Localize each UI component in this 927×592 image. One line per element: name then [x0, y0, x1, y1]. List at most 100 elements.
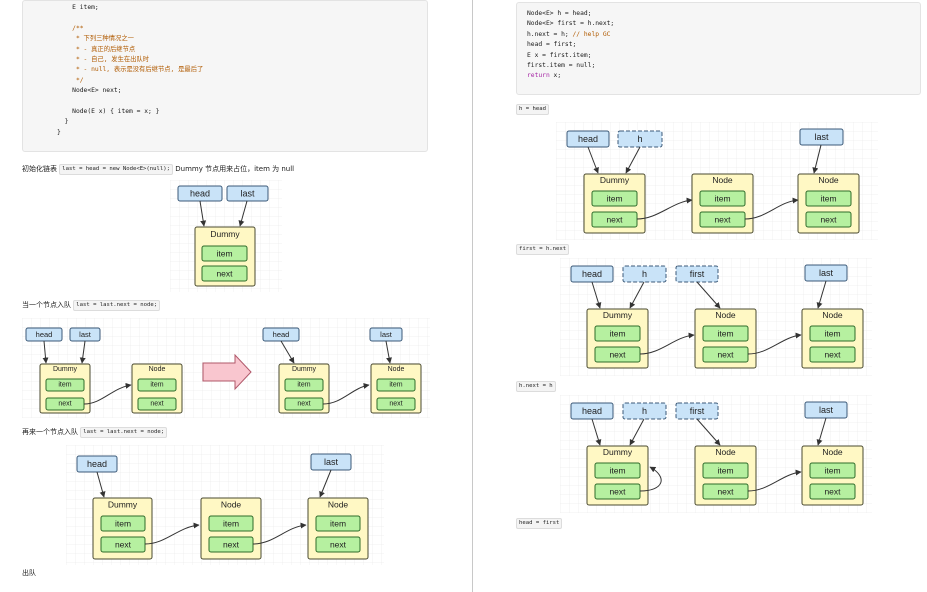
- last-pointer: last: [226, 185, 269, 202]
- next-label: next: [824, 350, 841, 360]
- h-label: h: [637, 134, 642, 144]
- last-label: last: [814, 132, 829, 142]
- last-label: last: [324, 457, 339, 467]
- diagram-enqueue-one: head last Dummy item next Node item next…: [22, 318, 430, 418]
- item-label: item: [820, 194, 836, 204]
- node-label: Node: [221, 500, 242, 510]
- caption-enqueue-two: 再来一个节点入队 last = last.next = node;: [22, 426, 168, 438]
- caption-step-h-head: h = head: [516, 103, 549, 115]
- dummy-label: Dummy: [603, 447, 633, 457]
- caption-init-prefix: 初始化链表: [22, 165, 57, 173]
- node-label: Node: [149, 366, 166, 373]
- node-label: Node: [328, 500, 349, 510]
- code-line: [57, 13, 427, 23]
- code-line: * - null, 表示是没有后继节点, 是最后了: [57, 66, 204, 74]
- caption-step-self-loop: h.next = h: [516, 380, 556, 392]
- next-label: next: [714, 215, 731, 225]
- next-label: next: [216, 269, 233, 279]
- head-label: head: [578, 134, 598, 144]
- head-label: head: [582, 269, 602, 279]
- code-line: Node<E> next;: [57, 87, 122, 95]
- code-block-dequeue: Node<E> h = head; Node<E> first = h.next;…: [516, 2, 921, 95]
- code-line: return x;: [527, 72, 562, 80]
- diagram-step-h-head: head h last Dummy item next Node item ne…: [556, 122, 878, 240]
- item-label: item: [297, 382, 310, 389]
- item-label: item: [58, 382, 71, 389]
- code-line: */: [57, 76, 84, 84]
- dummy-label: Dummy: [210, 229, 240, 239]
- node-1: Node item next: [200, 497, 262, 560]
- node-label: Node: [822, 447, 843, 457]
- code-line: /**: [57, 24, 84, 32]
- caption-step-first: first = h.next: [516, 243, 570, 255]
- code-line: * - 自己, 发生在出队时: [57, 55, 150, 63]
- node-label: Node: [712, 175, 733, 185]
- dummy-label: Dummy: [292, 366, 317, 373]
- next-label: next: [609, 350, 626, 360]
- h-label: h: [642, 269, 647, 279]
- caption-dequeue: 出队: [22, 569, 36, 577]
- last-label: last: [240, 189, 255, 199]
- head-label: head: [87, 459, 107, 469]
- first-label: first: [690, 406, 705, 416]
- dummy-label: Dummy: [53, 366, 78, 373]
- head-label: head: [190, 189, 210, 199]
- diagram-step-self-loop: head h first last Dummy item next Node i…: [560, 395, 872, 513]
- node-label: Node: [715, 447, 736, 457]
- item-label: item: [223, 519, 239, 529]
- diagram-init: head last Dummy item next: [170, 180, 282, 292]
- caption-enqueue-two-prefix: 再来一个节点入队: [22, 428, 78, 436]
- code-line: }: [57, 128, 61, 136]
- item-label: item: [606, 194, 622, 204]
- code-line: Node<E> first = h.next;: [527, 20, 615, 28]
- inline-code-step-head-first: head = first: [516, 518, 563, 529]
- item-label: item: [714, 194, 730, 204]
- code-block-node-class: E item; /** * 下列三种情况之一 * - 真正的后继节点 * - 自…: [22, 0, 428, 152]
- next-label: next: [824, 487, 841, 497]
- code-line: [57, 97, 427, 107]
- next-label: next: [717, 350, 734, 360]
- item-label: item: [609, 466, 625, 476]
- page-divider: [472, 0, 473, 592]
- caption-enqueue-one-prefix: 当一个节点入队: [22, 301, 71, 309]
- caption-step-head-first: head = first: [516, 517, 563, 529]
- code-line: * 下列三种情况之一: [57, 35, 134, 43]
- transition-arrow: [202, 353, 252, 391]
- dummy-node: Dummy item next: [92, 497, 153, 560]
- caption-init-suffix: Dummy 节点用来占位，item 为 null: [175, 165, 295, 173]
- item-label: item: [717, 466, 733, 476]
- code-line: head = first;: [527, 41, 577, 49]
- diagram-enqueue-two: head last Dummy item next Node item next…: [66, 445, 384, 565]
- caption-enqueue-one: 当一个节点入队 last = last.next = node;: [22, 299, 161, 311]
- code-line: E x = first.item;: [527, 51, 592, 59]
- code-line: Node<E> h = head;: [527, 10, 592, 17]
- code-line: * - 真正的后继节点: [57, 45, 136, 53]
- last-label: last: [819, 405, 834, 415]
- next-label: next: [297, 401, 310, 408]
- node-2: Node item next: [307, 497, 369, 560]
- node-label: Node: [388, 366, 405, 373]
- last-label: last: [380, 330, 393, 339]
- enqueue-one-before: head last Dummy item next Node item next: [25, 327, 183, 414]
- head-pointer: head: [177, 185, 223, 202]
- enqueue-one-after: head last Dummy item next Node item next: [262, 327, 422, 414]
- node-label: Node: [715, 310, 736, 320]
- code-line: first.item = null;: [527, 61, 596, 69]
- item-label: item: [150, 382, 163, 389]
- dummy-label: Dummy: [600, 175, 630, 185]
- next-label: next: [58, 401, 71, 408]
- next-label: next: [389, 401, 402, 408]
- first-label: first: [690, 269, 705, 279]
- inline-code-step-first: first = h.next: [516, 244, 570, 255]
- next-label: next: [606, 215, 623, 225]
- code-line: E item;: [57, 4, 99, 11]
- item-label: item: [389, 382, 402, 389]
- last-label: last: [819, 268, 834, 278]
- dummy-label: Dummy: [108, 500, 138, 510]
- next-label: next: [717, 487, 734, 497]
- last-label: last: [79, 330, 92, 339]
- item-label: item: [824, 466, 840, 476]
- item-label: item: [216, 249, 232, 259]
- next-label: next: [609, 487, 626, 497]
- diagram-step-first: head h first last Dummy item next Node i…: [560, 258, 872, 376]
